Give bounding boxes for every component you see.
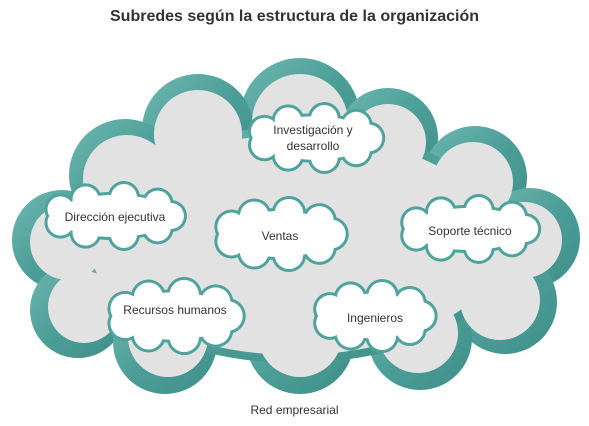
subnet-label-executive: Dirección ejecutiva (64, 210, 166, 224)
subnet-label-engineers: Ingenieros (346, 311, 404, 325)
subnet-cloud-research (247, 102, 386, 174)
subnet-label-research: Investigación y desarrollo (273, 123, 353, 153)
diagram-title: Subredes según la estructura de la organ… (110, 8, 479, 25)
subnet-cloud-engineers (313, 278, 438, 354)
subnet-label-support: Soporte técnico (428, 224, 512, 238)
subnet-label-hr: Recursos humanos (123, 303, 227, 317)
subnet-label-sales: Ventas (261, 229, 299, 243)
subnet-cloud-executive (44, 181, 187, 251)
subnet-cloud-hr (107, 276, 246, 356)
subnet-cloud-support (400, 194, 542, 264)
subnet-cloud-sales (214, 195, 349, 273)
enterprise-network-label: Red empresarial (250, 403, 339, 417)
